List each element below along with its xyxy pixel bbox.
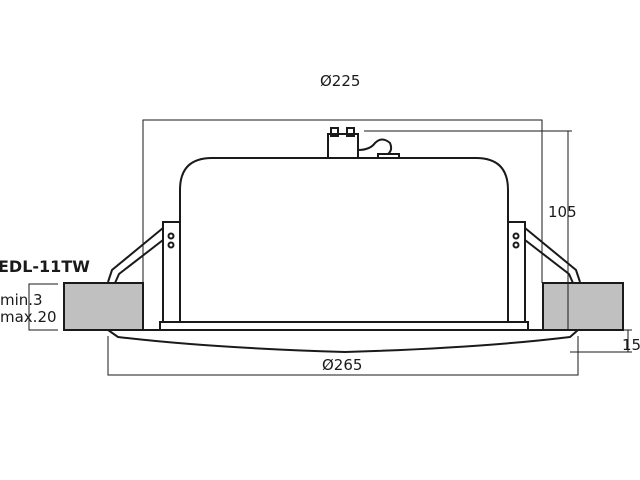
bezel-height-dimension [570, 329, 632, 353]
speaker-housing [179, 157, 509, 322]
bezel-height-label: 15 [622, 336, 640, 354]
terminal-block [327, 127, 400, 159]
outer-diameter-dimension [107, 336, 579, 376]
baffle-plate [159, 321, 529, 331]
ceiling-panel-right [542, 282, 624, 331]
depth-label: 105 [548, 203, 577, 221]
model-label: EDL-11TW [0, 257, 90, 276]
depth-dimension [364, 130, 572, 330]
inner-diameter-label: Ø225 [320, 72, 360, 90]
ceiling-thickness-bracket [28, 283, 58, 331]
inner-diameter-dimension [142, 119, 543, 283]
front-bezel [104, 329, 581, 354]
ceiling-min-label: min.3 [0, 291, 43, 309]
ceiling-panel-left [63, 282, 144, 331]
ceiling-max-label: max.20 [0, 308, 57, 326]
outer-diameter-label: Ø265 [322, 356, 362, 374]
